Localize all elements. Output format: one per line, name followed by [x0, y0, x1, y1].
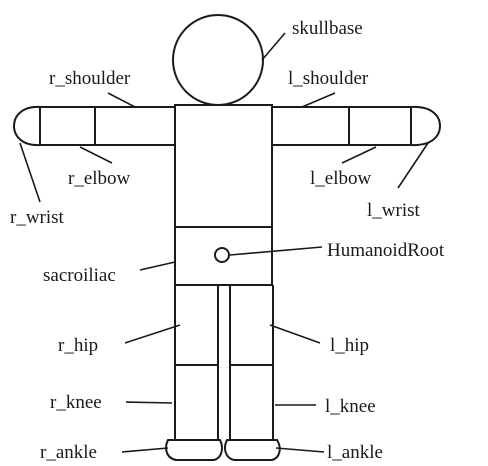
skullbase-label: skullbase [292, 18, 363, 39]
left-leg-outline [230, 285, 273, 445]
humanoid-root-marker [215, 248, 229, 262]
r-ankle-label: r_ankle [40, 442, 97, 463]
right-foot-shape [166, 440, 222, 460]
l-knee-label: l_knee [325, 396, 376, 417]
r-hip-label: r_hip [58, 335, 98, 356]
l-elbow-leader [342, 147, 376, 163]
right-leg-outline [175, 285, 218, 445]
r-shoulder-leader [108, 93, 135, 107]
l-ankle-label: l_ankle [327, 442, 383, 463]
left-hand-shape [411, 107, 440, 145]
l-wrist-label: l_wrist [367, 200, 421, 221]
head-shape [173, 15, 263, 105]
left-foot-shape [225, 440, 280, 460]
r-knee-label: r_knee [50, 392, 102, 413]
r-ankle-leader [122, 448, 168, 452]
l-hip-label: l_hip [330, 335, 369, 356]
l-ankle-leader [276, 448, 324, 452]
r-knee-leader [126, 402, 172, 403]
sacroiliac-label: sacroiliac [43, 265, 116, 286]
r-elbow-label: r_elbow [68, 168, 131, 189]
l-shoulder-leader [302, 93, 335, 107]
l-hip-leader [270, 325, 320, 343]
l-wrist-leader [398, 143, 428, 188]
right-hand-shape [14, 107, 40, 145]
right-upper-arm-shape [95, 107, 175, 145]
skullbase-leader [262, 33, 285, 60]
torso-shape [175, 105, 272, 227]
r-shoulder-label: r_shoulder [49, 68, 131, 89]
r-hip-leader [125, 325, 180, 343]
right-leg [166, 285, 222, 460]
sacroiliac-leader [140, 262, 175, 270]
l-shoulder-label: l_shoulder [288, 68, 369, 89]
right-forearm-shape [40, 107, 95, 145]
left-leg [225, 285, 280, 460]
left-forearm-shape [349, 107, 411, 145]
r-elbow-leader [80, 147, 112, 163]
left-upper-arm-shape [272, 107, 349, 145]
l-elbow-label: l_elbow [310, 168, 371, 189]
r-wrist-label: r_wrist [10, 207, 65, 228]
left-arm [272, 107, 440, 145]
right-arm [14, 107, 175, 145]
humanoid-root-label: HumanoidRoot [327, 240, 445, 261]
r-wrist-leader [20, 143, 40, 202]
